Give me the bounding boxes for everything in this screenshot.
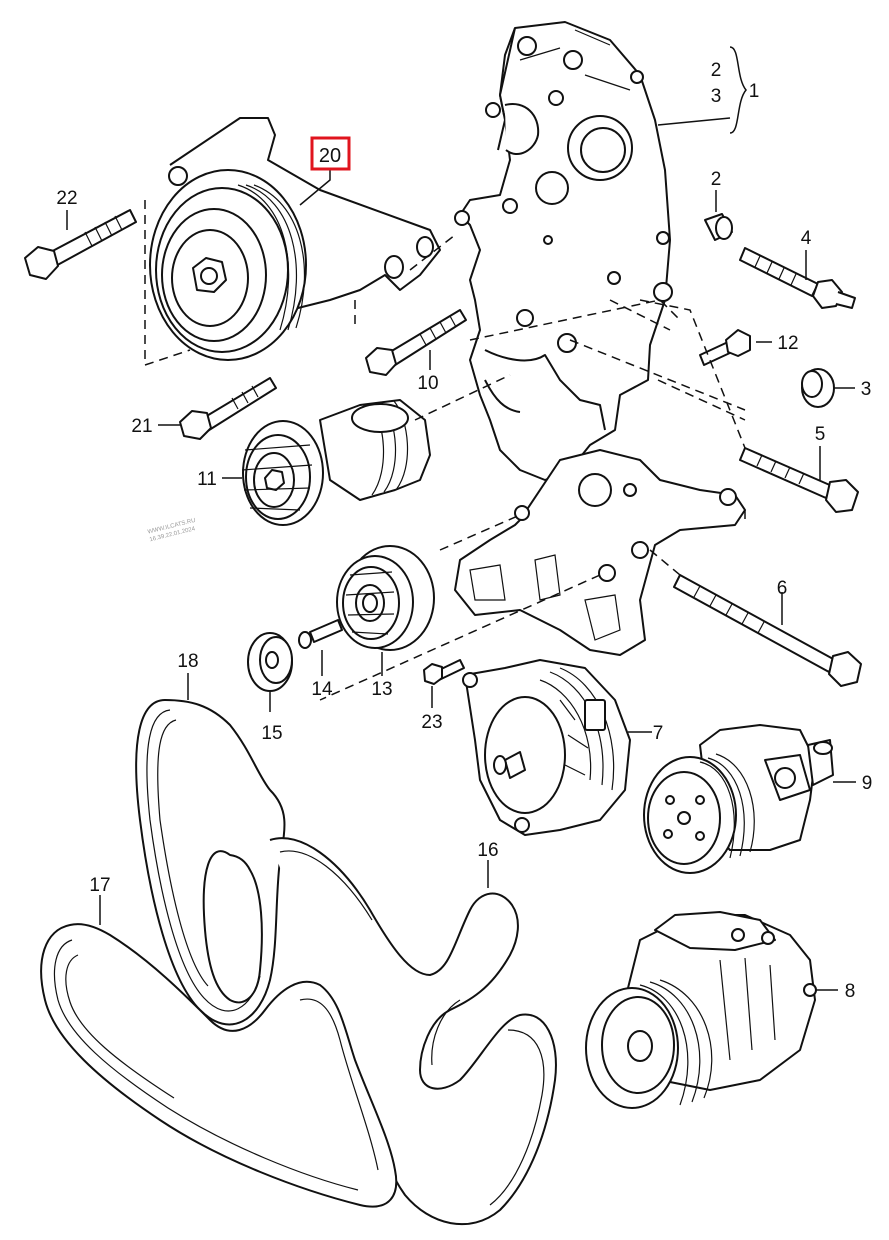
bolt-21[interactable] — [179, 377, 277, 440]
callout-20[interactable]: 20 — [319, 145, 341, 167]
bolt-5[interactable] — [739, 447, 859, 513]
callout-22[interactable]: 22 — [56, 188, 77, 209]
callout-16[interactable]: 16 — [477, 840, 498, 861]
watermark: WWW.ILCATS.RU 16.39.22.01.2024 — [147, 518, 196, 543]
belt-16[interactable] — [269, 837, 557, 1226]
bolt-12[interactable] — [699, 329, 751, 366]
callout-11[interactable]: 11 — [197, 469, 217, 490]
callout-labels: 20 22 2 3 1 2 4 12 10 3 21 5 11 6 18 14 … — [56, 60, 872, 1002]
callout-9[interactable]: 9 — [862, 773, 873, 794]
belt-18[interactable] — [135, 699, 286, 1026]
idler-pulley-13[interactable] — [336, 545, 435, 651]
callout-17[interactable]: 17 — [89, 875, 110, 896]
leader-lines — [66, 46, 856, 991]
callout-23[interactable]: 23 — [421, 712, 442, 733]
bolt-22[interactable] — [24, 209, 137, 280]
power-steering-pump-9[interactable] — [643, 724, 834, 874]
callout-5[interactable]: 5 — [815, 424, 826, 445]
pulley-bracket-assembly[interactable] — [149, 117, 441, 361]
callout-1[interactable]: 1 — [749, 81, 760, 102]
bolt-6[interactable] — [673, 574, 862, 687]
callout-13[interactable]: 13 — [371, 679, 392, 700]
nut-3[interactable] — [801, 368, 835, 408]
callout-15[interactable]: 15 — [261, 723, 282, 744]
ac-compressor-8[interactable] — [585, 911, 817, 1109]
belt-17[interactable] — [40, 923, 398, 1208]
callout-10[interactable]: 10 — [417, 373, 438, 394]
bolt-4[interactable] — [739, 247, 856, 309]
bolt-10[interactable] — [365, 309, 467, 376]
callout-6[interactable]: 6 — [777, 578, 788, 599]
callout-2[interactable]: 2 — [711, 169, 722, 190]
callout-3[interactable]: 3 — [861, 379, 872, 400]
alternator-7[interactable] — [462, 659, 631, 836]
highlight-box — [310, 136, 351, 171]
callout-8[interactable]: 8 — [845, 981, 856, 1002]
cap-15[interactable] — [247, 632, 293, 692]
bolt-23[interactable] — [423, 659, 465, 685]
callout-18[interactable]: 18 — [177, 651, 198, 672]
callout-21[interactable]: 21 — [131, 416, 152, 437]
callout-2-group[interactable]: 2 — [711, 60, 722, 81]
callout-4[interactable]: 4 — [801, 228, 812, 249]
alignment-lines — [144, 200, 746, 701]
bolt-14[interactable] — [298, 619, 343, 649]
sleeve-2[interactable] — [704, 213, 733, 241]
callout-12[interactable]: 12 — [777, 333, 798, 354]
engine-bracket[interactable] — [454, 21, 673, 481]
callout-14[interactable]: 14 — [311, 679, 333, 700]
callout-7[interactable]: 7 — [653, 723, 664, 744]
lower-bracket[interactable] — [454, 449, 746, 656]
callout-3-group[interactable]: 3 — [711, 86, 722, 107]
tensioner-11[interactable] — [241, 399, 431, 526]
